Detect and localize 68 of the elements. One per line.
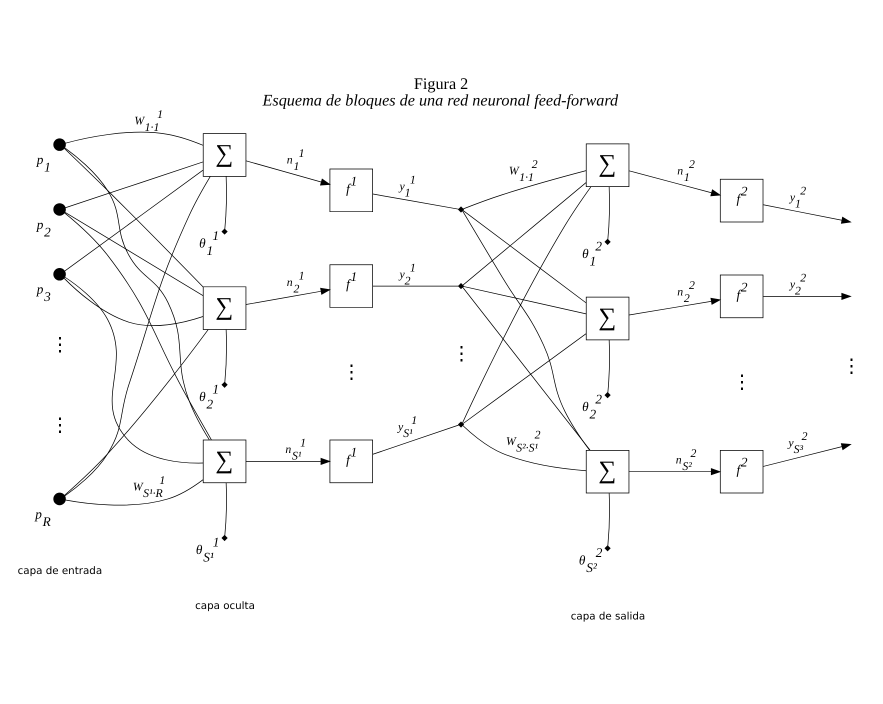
node-diamond	[458, 421, 464, 428]
arrow	[628, 170, 722, 196]
connector	[607, 340, 610, 394]
connector	[64, 170, 204, 272]
connector	[64, 212, 204, 296]
caption: Esquema de bloques de una red neuronal feed-forward	[262, 91, 618, 110]
connector	[64, 329, 208, 496]
label: ⋮	[732, 372, 752, 394]
label: capa oculta	[195, 600, 255, 612]
label: capa de entrada	[18, 564, 102, 577]
connector	[462, 170, 586, 210]
connector	[64, 148, 204, 288]
connector	[462, 186, 592, 424]
node-circle	[53, 492, 66, 506]
label: ⋮	[50, 335, 70, 356]
node-diamond	[221, 228, 228, 235]
node-circle	[53, 138, 66, 151]
connector	[65, 162, 204, 208]
connector	[64, 148, 210, 440]
connector	[607, 186, 610, 240]
connector	[372, 424, 460, 455]
connector	[462, 333, 586, 424]
diagram-title: Figura 2	[414, 75, 468, 94]
node-diamond	[604, 392, 611, 398]
connector	[462, 210, 586, 304]
node-box: ∑	[586, 144, 630, 187]
arrow	[628, 468, 722, 476]
node-diamond	[604, 238, 611, 245]
arrow	[246, 288, 331, 305]
arrow	[762, 204, 852, 224]
connector	[462, 182, 586, 286]
arrow	[762, 443, 852, 467]
node-box: ∑	[202, 133, 246, 177]
node-diamond	[604, 545, 611, 552]
connector	[462, 286, 590, 451]
connector	[372, 194, 459, 210]
connector	[64, 276, 204, 464]
connector	[64, 278, 204, 326]
node-circle	[53, 268, 66, 281]
label: ⋮	[342, 362, 362, 384]
connector	[65, 132, 204, 146]
arrow	[762, 292, 852, 300]
label: capa de salida	[570, 610, 646, 623]
connector	[463, 286, 586, 314]
node-diamond	[221, 534, 228, 542]
node-box: ∑	[202, 286, 246, 330]
connector	[462, 210, 590, 451]
connector	[64, 176, 211, 496]
connector	[224, 482, 227, 536]
node-diamond	[458, 206, 464, 213]
connector	[64, 212, 212, 440]
node-circle	[53, 203, 66, 216]
node-box: ∑	[202, 440, 246, 484]
connector	[65, 479, 204, 506]
arrow	[246, 160, 331, 186]
connector	[224, 329, 227, 383]
arrow	[246, 458, 331, 465]
node-diamond	[458, 282, 464, 290]
connector	[224, 176, 227, 230]
connector	[607, 492, 610, 546]
label: ⋮	[842, 356, 862, 378]
arrow	[628, 298, 722, 316]
node-box: ∑	[586, 450, 630, 494]
node-box: ∑	[586, 296, 630, 340]
label: ⋮	[50, 415, 70, 436]
connector	[462, 425, 586, 472]
label: ⋮	[452, 344, 471, 365]
node-diamond	[221, 382, 228, 388]
